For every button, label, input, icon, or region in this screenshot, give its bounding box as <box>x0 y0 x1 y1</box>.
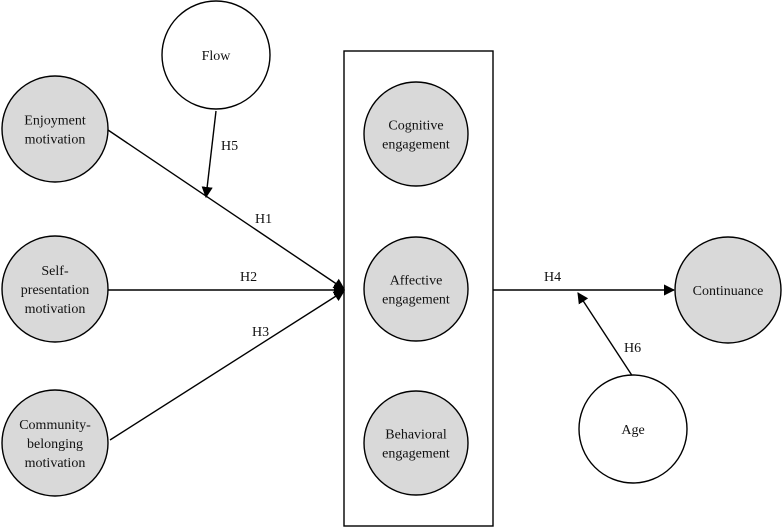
community-label-line: belonging <box>27 437 83 452</box>
node-community-belonging-motivation: Community-belonging motivation <box>1 389 109 497</box>
age-label: Age <box>621 423 644 438</box>
behavioral-label-line: engagement <box>382 447 450 462</box>
community-circle <box>1 389 109 497</box>
affective-label: Affective engagement <box>382 274 450 308</box>
age-label-line: Age <box>621 423 644 438</box>
enjoyment-label-line: motivation <box>25 133 86 148</box>
community-label: Community-belonging motivation <box>19 418 91 471</box>
continuance-label-line: Continuance <box>693 284 764 299</box>
node-flow: Flow <box>161 0 271 110</box>
node-self-presentation-motivation: Self-presentation motivation <box>1 235 109 343</box>
flow-label: Flow <box>202 49 232 64</box>
affective-label-line: engagement <box>382 293 450 308</box>
age-circle <box>578 374 688 484</box>
label-h5: H5 <box>221 139 238 154</box>
enjoyment-circle <box>1 75 109 183</box>
node-continuance: Continuance <box>674 236 782 344</box>
edge-h3 <box>109 290 345 441</box>
cognitive-label: Cognitive engagement <box>382 119 450 153</box>
node-enjoyment-motivation: Enjoyment motivation <box>1 75 109 183</box>
community-label-line: Community- <box>19 418 91 433</box>
label-h2: H2 <box>240 270 257 285</box>
flow-label-line: Flow <box>202 49 232 64</box>
cognitive-label-line: engagement <box>382 138 450 153</box>
self-presentation-label-line: motivation <box>25 302 86 317</box>
self-presentation-circle <box>1 235 109 343</box>
edge-h6 <box>577 292 634 378</box>
node-age: Age <box>578 374 688 484</box>
enjoyment-label: Enjoyment motivation <box>24 114 86 148</box>
affective-circle <box>363 236 469 342</box>
node-affective-engagement: Affective engagement <box>363 236 469 342</box>
enjoyment-label-line: Enjoyment <box>24 114 86 129</box>
behavioral-label: Behavioral engagement <box>382 428 450 462</box>
self-presentation-label-line: Self- <box>41 264 69 279</box>
node-cognitive-engagement: Cognitive engagement <box>363 81 469 187</box>
self-presentation-label: Self-presentation motivation <box>21 264 89 317</box>
label-h1: H1 <box>255 212 272 227</box>
node-behavioral-engagement: Behavioral engagement <box>363 390 469 496</box>
behavioral-label-line: Behavioral <box>385 428 447 443</box>
flow-circle <box>161 0 271 110</box>
continuance-circle <box>674 236 782 344</box>
self-presentation-label-line: presentation <box>21 283 89 298</box>
continuance-label: Continuance <box>693 284 764 299</box>
edge-h1 <box>107 129 345 290</box>
edge-h5 <box>201 110 217 199</box>
cognitive-circle <box>363 81 469 187</box>
label-h6: H6 <box>624 341 641 356</box>
behavioral-circle <box>363 390 469 496</box>
affective-label-line: Affective <box>390 274 443 289</box>
label-h3: H3 <box>252 325 269 340</box>
label-h4: H4 <box>544 270 561 285</box>
community-label-line: motivation <box>25 456 86 471</box>
cognitive-label-line: Cognitive <box>388 119 443 134</box>
